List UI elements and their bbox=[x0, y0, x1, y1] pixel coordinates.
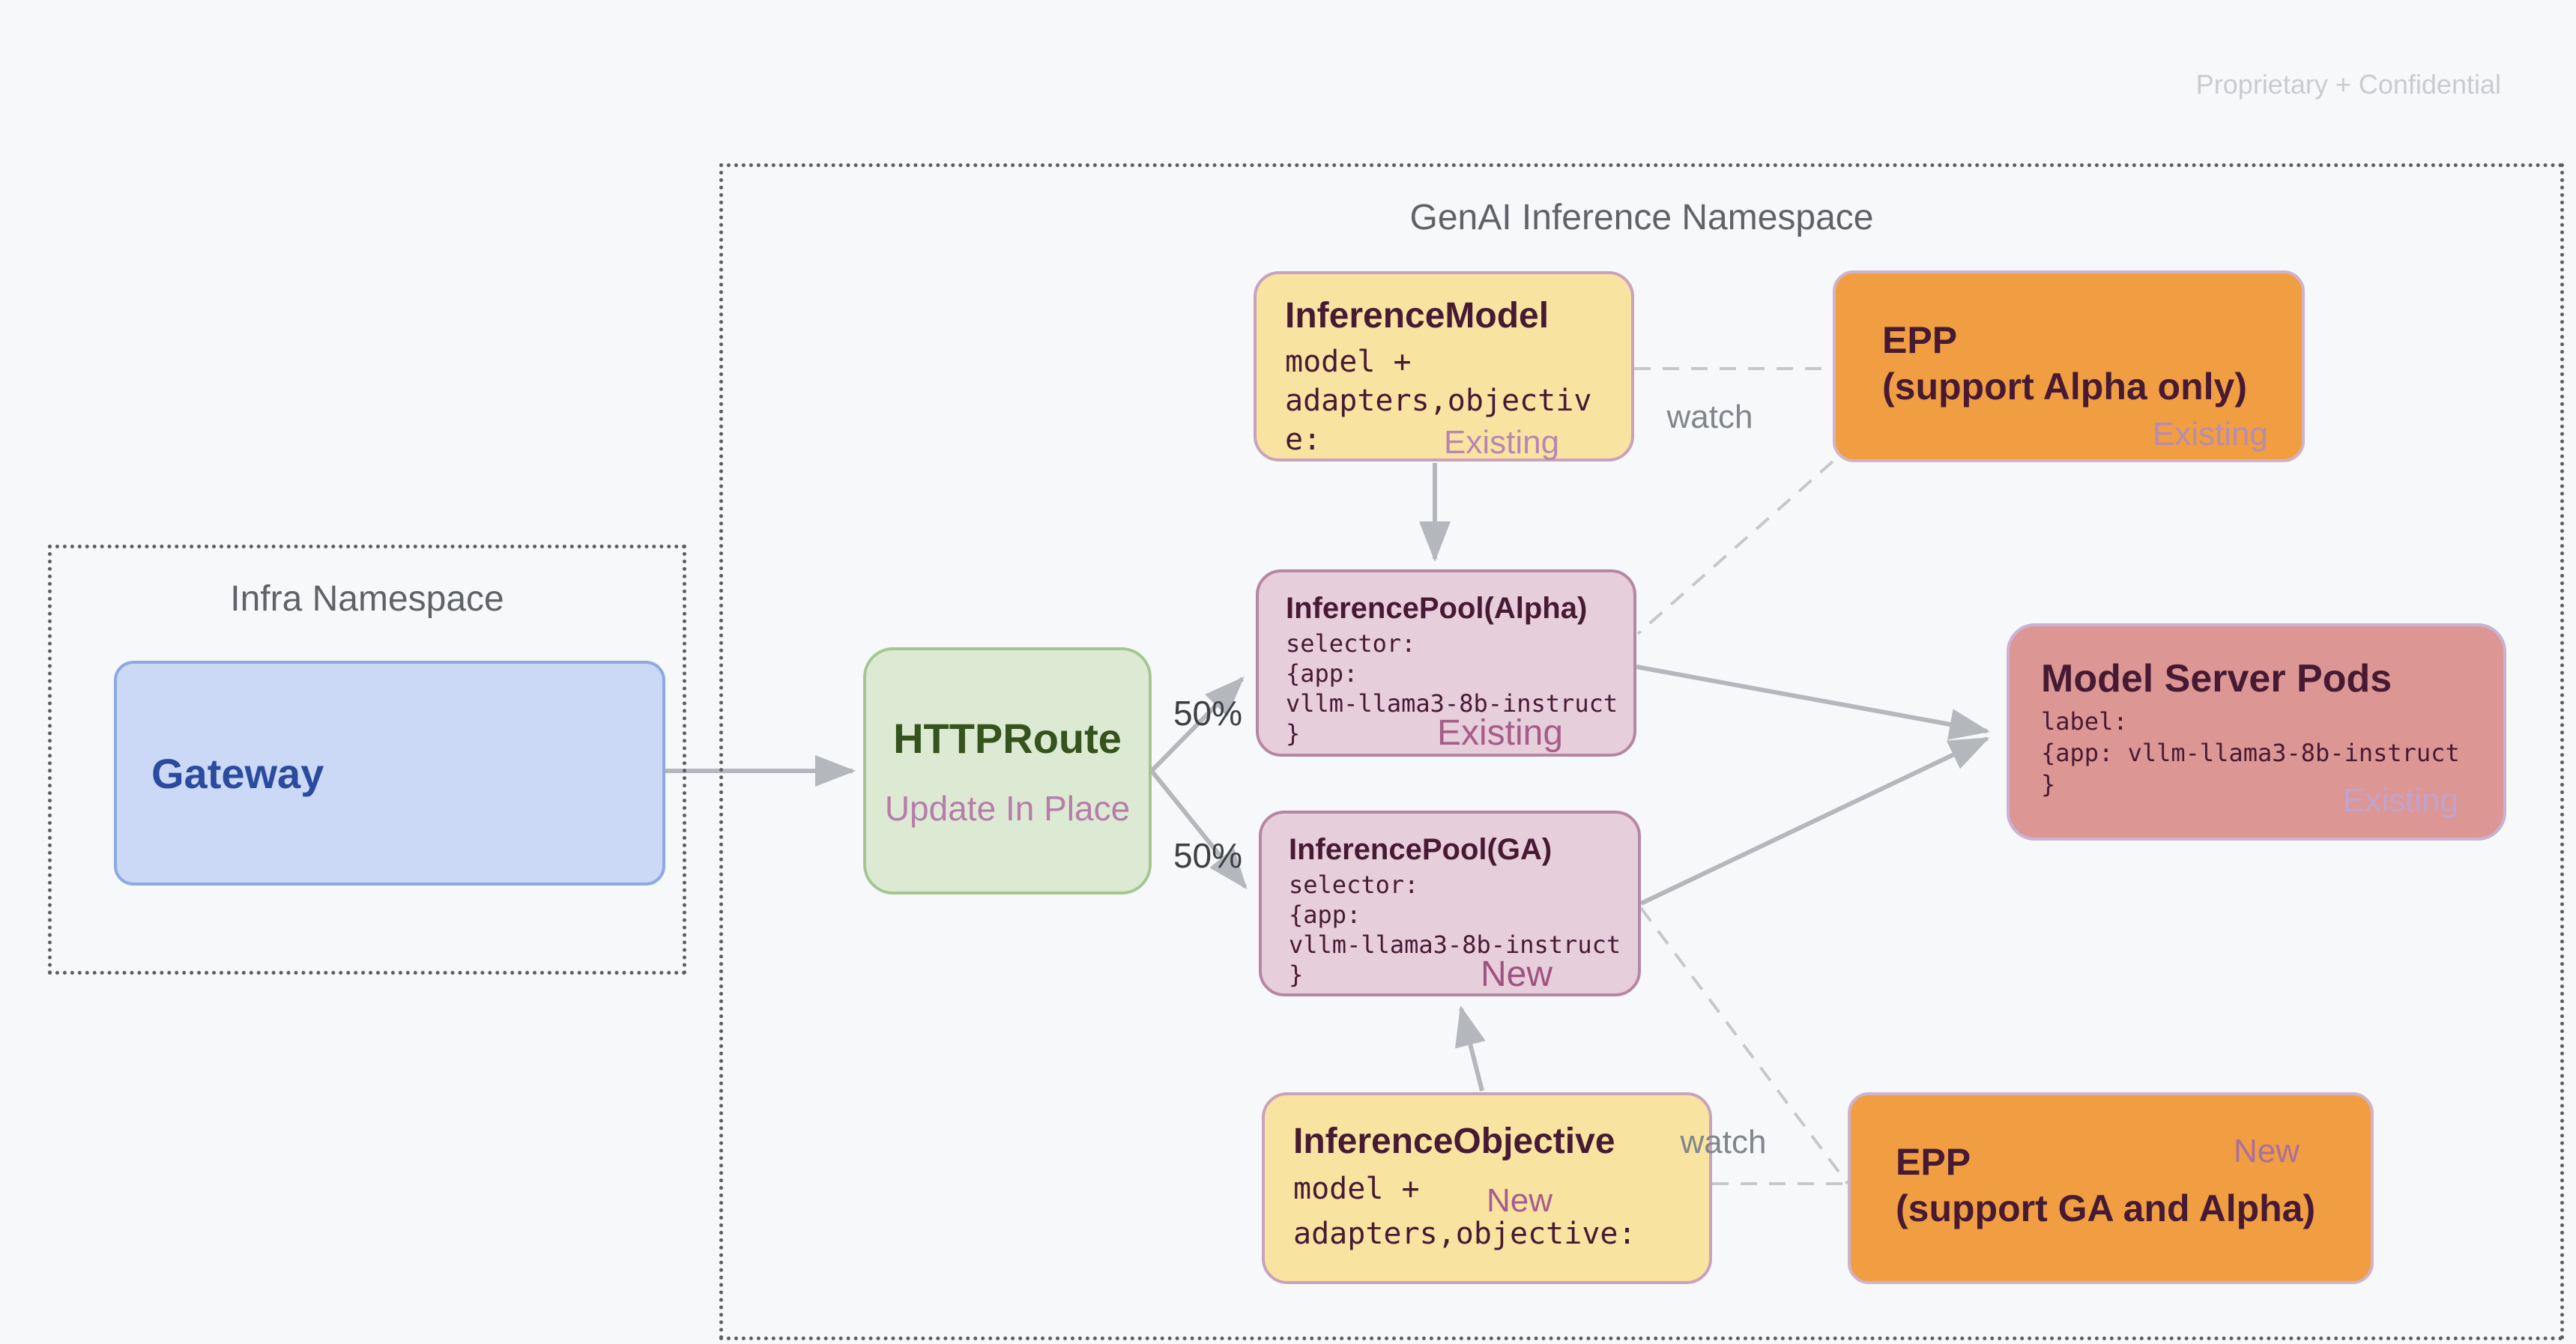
traffic-split-top-label: 50% bbox=[1173, 694, 1243, 733]
inference-pool-ga-node: InferencePool(GA) selector: {app: vllm-l… bbox=[1259, 811, 1641, 996]
connector-inferenceobjective-pool-ga bbox=[1454, 1005, 1486, 1092]
inference-pool-ga-selector: selector: {app: vllm-llama3-8b-instruct … bbox=[1289, 871, 1621, 989]
watch-top-label: watch bbox=[1666, 399, 1753, 435]
inference-pool-alpha-selector: selector: {app: vllm-llama3-8b-instruct … bbox=[1286, 629, 1618, 748]
infra-namespace-boundary: Infra Namespace bbox=[48, 545, 686, 975]
watch-bottom-label: watch bbox=[1680, 1124, 1767, 1160]
inference-pool-ga-title: InferencePool(GA) bbox=[1289, 833, 1552, 866]
connector-epp-alpha-pool-alpha bbox=[1636, 460, 1834, 635]
model-server-pods-title: Model Server Pods bbox=[2041, 657, 2392, 700]
genai-namespace-title: GenAI Inference Namespace bbox=[1409, 198, 1874, 237]
status-badge: Existing bbox=[1444, 424, 1560, 461]
model-server-pods-label: label: {app: vllm-llama3-8b-instruct } bbox=[2041, 707, 2460, 799]
httproute-node: HTTPRoute Update In Place bbox=[863, 647, 1152, 895]
httproute-title: HTTPRoute bbox=[893, 714, 1122, 762]
epp-alpha-title: EPP bbox=[1882, 319, 1958, 361]
status-badge: Existing bbox=[1437, 713, 1564, 753]
genai-namespace-boundary: GenAI Inference Namespace bbox=[719, 163, 2564, 1340]
confidentiality-notice: Proprietary + Confidential bbox=[2195, 69, 2501, 100]
inference-objective-node: InferenceObjective model + adapters,obje… bbox=[1262, 1092, 1712, 1284]
status-badge: New bbox=[2233, 1133, 2300, 1169]
gateway-title: Gateway bbox=[151, 749, 324, 797]
connector-pool-ga-pods bbox=[1639, 736, 1990, 906]
epp-alpha-subtitle: (support Alpha only) bbox=[1882, 366, 2247, 408]
inference-model-node: InferenceModel model + adapters,objectiv… bbox=[1254, 271, 1634, 461]
connector-pool-ga-epp-ga bbox=[1639, 906, 1849, 1185]
inference-model-title: InferenceModel bbox=[1285, 296, 1549, 336]
epp-ga-node: EPP (support GA and Alpha) New bbox=[1848, 1092, 2374, 1284]
inference-pool-alpha-node: InferencePool(Alpha) selector: {app: vll… bbox=[1256, 569, 1636, 757]
status-badge: Existing bbox=[2342, 782, 2458, 819]
inference-pool-alpha-title: InferencePool(Alpha) bbox=[1286, 592, 1588, 625]
connector-httproute-pool-ga bbox=[1149, 769, 1248, 890]
gateway-node: Gateway bbox=[114, 661, 665, 886]
inference-model-spec: model + adapters,objectiv e: bbox=[1285, 345, 1592, 457]
model-server-pods-node: Model Server Pods label: {app: vllm-llam… bbox=[2007, 623, 2506, 841]
httproute-subtitle: Update In Place bbox=[884, 788, 1131, 828]
inference-objective-title: InferenceObjective bbox=[1293, 1121, 1615, 1161]
epp-ga-subtitle: (support GA and Alpha) bbox=[1896, 1187, 2316, 1229]
status-badge: New bbox=[1481, 954, 1553, 994]
traffic-split-bottom-label: 50% bbox=[1173, 836, 1243, 875]
connector-httproute-pool-alpha bbox=[1149, 676, 1245, 773]
status-badge: Existing bbox=[2152, 416, 2268, 452]
epp-ga-title: EPP bbox=[1896, 1141, 1971, 1183]
status-badge: New bbox=[1487, 1182, 1553, 1219]
inference-objective-spec: model + adapters,objective: bbox=[1293, 1172, 1636, 1251]
epp-alpha-node: EPP (support Alpha only) Existing bbox=[1833, 270, 2305, 462]
infra-namespace-title: Infra Namespace bbox=[230, 579, 504, 619]
connector-pool-alpha-pods bbox=[1636, 665, 1990, 740]
